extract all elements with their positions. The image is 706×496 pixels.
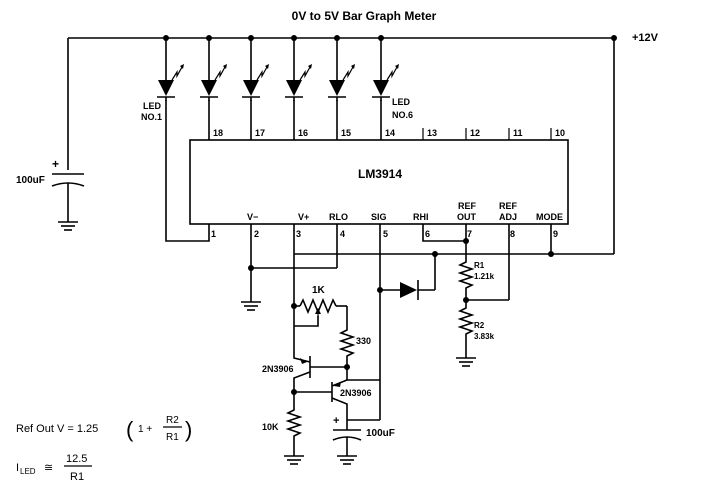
led6-label-line1: LED [392, 97, 411, 107]
pin-label-mode: MODE [536, 212, 563, 222]
r10k-label: 10K [262, 422, 279, 432]
bottom-wiring [248, 224, 614, 420]
ground-symbol [456, 357, 476, 367]
led1-label-line1: LED [143, 101, 162, 111]
ground-symbol [58, 221, 78, 231]
diagram-title: 0V to 5V Bar Graph Meter [292, 9, 437, 23]
iled-formula: I LED ≅ 12.5 R1 [16, 453, 92, 483]
q2-label: 2N3906 [340, 388, 372, 398]
led-4 [285, 38, 312, 101]
ref-out-formula: Ref Out V = 1.25 ( 1 + R2 R1 ) [16, 415, 192, 443]
pin-9: 9 [553, 229, 558, 239]
approx-symbol: ≅ [44, 462, 53, 474]
ref-num: R2 [166, 415, 179, 426]
pin-label-rlo: RLO [329, 212, 348, 222]
pin-1: 1 [211, 229, 216, 239]
pin-label-vplus: V+ [298, 212, 309, 222]
iled-sub: LED [20, 467, 36, 476]
resistor-r2 [457, 300, 475, 358]
supply-rail [67, 35, 617, 254]
pin-8: 8 [510, 229, 515, 239]
pin-label-sig: SIG [371, 212, 387, 222]
lm3914-chip [189, 139, 569, 225]
r330-label: 330 [356, 336, 371, 346]
pin-10: 10 [555, 128, 565, 138]
led-3 [242, 38, 269, 101]
led-2 [200, 38, 227, 101]
pot-label: 1K [312, 285, 326, 296]
diode [400, 280, 435, 300]
iled-den: R1 [70, 471, 84, 483]
svg-text:+: + [52, 157, 59, 171]
led-array [157, 38, 399, 101]
supply-capacitor: + 100uF [16, 157, 85, 222]
ground-symbol [284, 455, 304, 465]
pin-3: 3 [296, 229, 301, 239]
ref-one-plus: 1 + [138, 424, 152, 435]
pin-15: 15 [341, 128, 351, 138]
pin-6: 6 [425, 229, 430, 239]
pin-17: 17 [255, 128, 265, 138]
svg-text:): ) [185, 417, 192, 442]
svg-text:(: ( [126, 417, 134, 442]
output-capacitor: + [332, 415, 380, 456]
led6-label-line2: NO.6 [392, 110, 413, 120]
pin-14: 14 [385, 128, 395, 138]
led-5 [328, 38, 355, 101]
iled-label: I [16, 462, 19, 474]
led-6 [372, 38, 399, 101]
pin-2: 2 [254, 229, 259, 239]
pin-label-vminus: V− [247, 212, 258, 222]
pin-13: 13 [427, 128, 437, 138]
pin-label-rhi: RHI [413, 212, 429, 222]
pin-18: 18 [213, 128, 223, 138]
r2-value: 3.83k [474, 332, 495, 341]
iled-num: 12.5 [66, 453, 87, 465]
supply-label: +12V [632, 32, 659, 44]
pin-11: 11 [513, 128, 523, 138]
pin-5: 5 [383, 229, 388, 239]
led1-wire [165, 100, 210, 242]
chip-label: LM3914 [358, 167, 402, 181]
resistor-10k [285, 392, 303, 456]
ground-symbol [241, 301, 261, 311]
led1-label-line2: NO.1 [141, 112, 162, 122]
transistor-q2 [291, 379, 380, 425]
pin-16: 16 [298, 128, 308, 138]
r1-value: 1.21k [474, 272, 495, 281]
r2-label: R2 [474, 321, 485, 330]
pin-label-ref-adj-1: REF [499, 201, 518, 211]
pin-label-ref-out-1: REF [458, 201, 477, 211]
ref-den: R1 [166, 432, 179, 443]
r1-label: R1 [474, 261, 485, 270]
supply-cap-label: 100uF [16, 175, 45, 186]
pin-4: 4 [340, 229, 345, 239]
pin-12: 12 [470, 128, 480, 138]
svg-text:+: + [333, 415, 339, 427]
resistor-r1 [457, 258, 475, 300]
ground-symbol [337, 455, 357, 465]
pin-label-ref-out-2: OUT [457, 212, 477, 222]
potentiometer [299, 297, 337, 318]
cap-out-label: 100uF [366, 428, 395, 439]
input-wiring [291, 254, 350, 380]
ref-out-prefix: Ref Out V = 1.25 [16, 423, 98, 435]
q1-label: 2N3906 [262, 364, 294, 374]
transistor-q1 [293, 352, 347, 390]
pin-label-ref-adj-2: ADJ [499, 212, 517, 222]
led-1 [157, 38, 184, 101]
resistor-330 [338, 326, 356, 367]
top-pin-stubs [422, 128, 552, 140]
pin-7: 7 [467, 229, 472, 239]
